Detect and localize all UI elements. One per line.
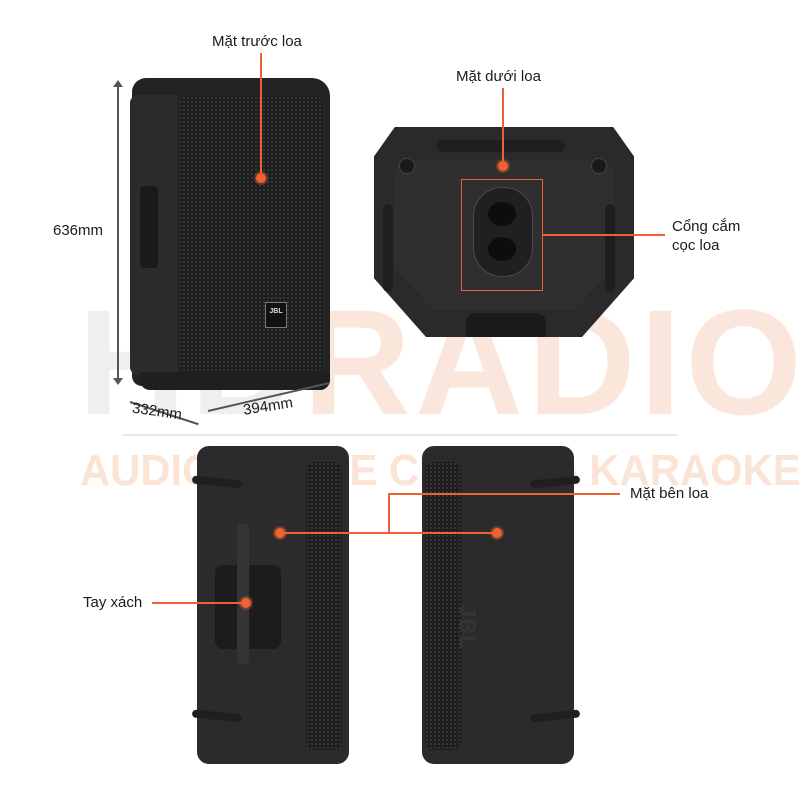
handle-callout-marker	[241, 598, 251, 608]
right-side-grille	[425, 462, 461, 750]
side-callout-marker-right	[492, 528, 502, 538]
bottom-callout-marker	[498, 161, 508, 171]
left-side-handle-bar	[237, 524, 249, 664]
front-jbl-badge: JBL	[265, 302, 287, 328]
bottom-callout-label: Mặt dưới loa	[456, 68, 541, 85]
bottom-handle-recess	[466, 313, 546, 337]
front-speaker-base	[140, 372, 330, 390]
bottom-grip-right	[605, 204, 615, 292]
pole-socket-lower	[488, 237, 516, 261]
pole-socket-callout-label: Cổng cắm cọc loa	[672, 217, 740, 255]
pole-socket-callout-line	[542, 234, 665, 236]
right-side-jbl-emboss: JBL	[454, 605, 480, 650]
side-callout-line-bottom	[280, 532, 498, 534]
bottom-grip-left	[383, 204, 393, 292]
bottom-callout-line	[502, 88, 504, 164]
jbl-logo: JBL	[269, 308, 283, 315]
pole-socket-highlight	[461, 179, 543, 291]
handle-callout-line	[152, 602, 245, 604]
side-callout-marker-left	[275, 528, 285, 538]
left-side-grille	[306, 462, 342, 750]
bottom-foot-right	[591, 158, 607, 174]
section-divider	[123, 434, 678, 436]
height-dimension-label: 636mm	[53, 222, 104, 239]
front-callout-label: Mặt trước loa	[212, 33, 302, 50]
side-callout-line-top	[388, 493, 620, 495]
front-speaker-handle	[140, 186, 158, 268]
height-arrow-bottom-icon	[113, 378, 123, 385]
side-callout-line-vertical	[388, 493, 390, 533]
front-grille	[178, 96, 324, 372]
pole-socket-label-line1: Cổng cắm	[672, 218, 741, 235]
bottom-top-grip	[437, 140, 565, 152]
front-callout-marker	[256, 173, 266, 183]
height-dimension-arrow	[117, 84, 119, 380]
side-jbl-logo: JBL	[455, 605, 480, 650]
height-arrow-top-icon	[113, 80, 123, 87]
pole-socket-upper	[488, 202, 516, 226]
pole-socket-label-line2: cọc loa	[672, 237, 720, 254]
side-callout-label: Mặt bên loa	[630, 485, 709, 502]
bottom-foot-left	[399, 158, 415, 174]
front-callout-line	[260, 53, 262, 177]
handle-callout-label: Tay xách	[83, 594, 143, 611]
